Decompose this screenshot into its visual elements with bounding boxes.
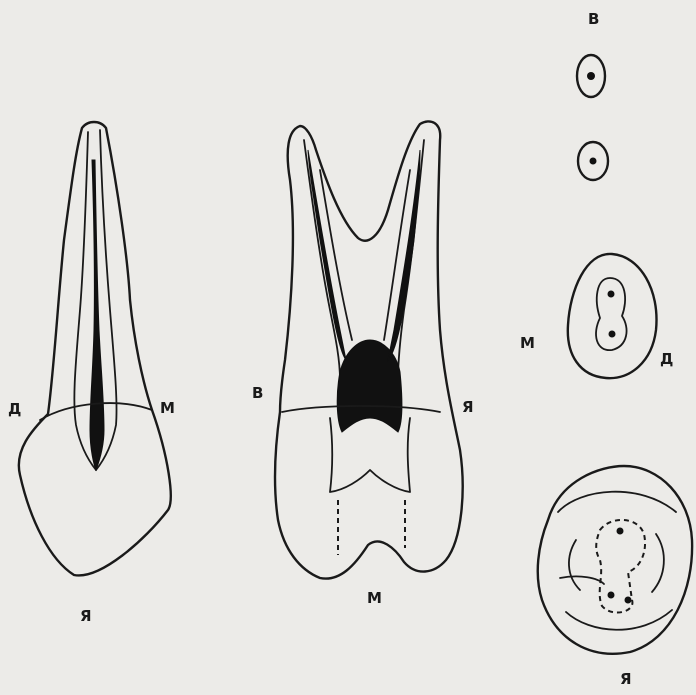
occlusal-view-canal-3 xyxy=(625,597,632,604)
cross-section-kidney-canal-1 xyxy=(608,291,615,298)
occlusal-view-cusp-right xyxy=(652,534,664,592)
left-tooth-label-bottom: Я xyxy=(80,607,92,625)
cross-section-label-top: В xyxy=(588,10,599,28)
occlusal-view-canal-1 xyxy=(617,528,624,535)
middle-tooth-canal-wall-buccal xyxy=(304,140,340,380)
cross-section-oval-2-canal xyxy=(590,158,597,165)
cross-section-label-bottom: Я xyxy=(620,670,632,688)
cross-sections: В М Д Я xyxy=(520,10,692,688)
cross-section-oval-1-canal xyxy=(587,72,595,80)
middle-tooth-label-right: Я xyxy=(462,398,474,416)
left-tooth-pulp-canal xyxy=(90,160,104,470)
cross-section-kidney-canal-2 xyxy=(609,331,616,338)
cross-section-kidney-outer xyxy=(568,254,657,378)
middle-tooth-label-left: В xyxy=(252,384,263,402)
occlusal-view-groove xyxy=(560,576,604,584)
middle-tooth-canal-lingual xyxy=(388,150,420,360)
left-tooth-label-mesial: М xyxy=(160,399,175,417)
occlusal-view-cusp-top xyxy=(558,492,676,512)
left-tooth: Д М Я xyxy=(8,122,175,625)
cross-section-label-right: Д xyxy=(660,350,673,368)
occlusal-view-canal-2 xyxy=(608,592,615,599)
occlusal-view-cusp-left xyxy=(569,540,580,590)
occlusal-view-outer xyxy=(538,466,692,654)
middle-tooth: В Я М xyxy=(252,121,474,607)
cross-section-label-left: М xyxy=(520,334,535,352)
middle-tooth-label-bottom: М xyxy=(367,589,382,607)
cross-section-kidney-inner xyxy=(596,278,627,350)
left-tooth-label-distal: Д xyxy=(8,400,21,418)
